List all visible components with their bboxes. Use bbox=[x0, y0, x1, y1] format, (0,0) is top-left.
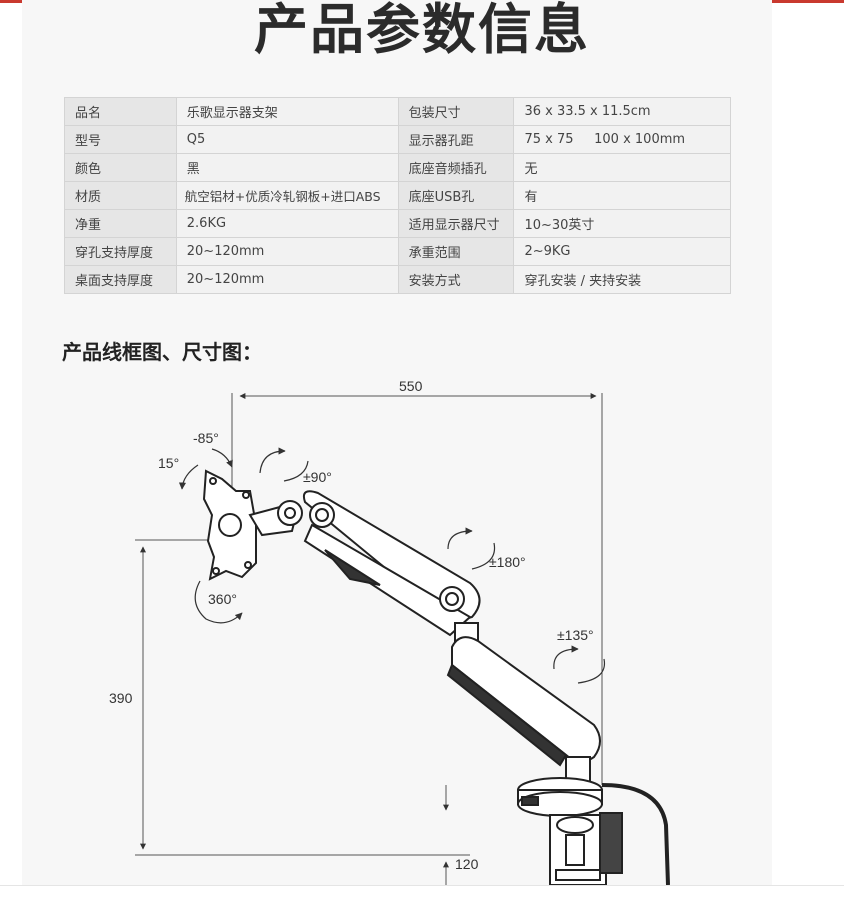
spec-value: 2~9KG bbox=[513, 237, 731, 266]
table-row: 材质 航空铝材+优质冷轧钢板+进口ABS 底座USB孔 有 bbox=[64, 181, 731, 210]
spec-value: 10~30英寸 bbox=[513, 209, 731, 238]
spec-value: 乐歌显示器支架 bbox=[175, 97, 399, 126]
height-dimension-label: 390 bbox=[109, 690, 133, 706]
tilt-up-angle: 15° bbox=[158, 455, 179, 471]
spec-key: 型号 bbox=[64, 125, 177, 154]
spec-value: 有 bbox=[513, 181, 731, 210]
spec-key: 底座音频插孔 bbox=[397, 153, 515, 182]
spec-value: 航空铝材+优质冷轧钢板+进口ABS bbox=[175, 181, 399, 210]
spec-table: 品名 乐歌显示器支架 包装尺寸 36 x 33.5 x 11.5cm 型号 Q5… bbox=[64, 97, 731, 294]
spec-value: 75 x 75 100 x 100mm bbox=[513, 125, 731, 154]
elbow-arrow-icon bbox=[447, 527, 496, 570]
tilt-arrow-icon bbox=[178, 448, 233, 490]
swivel-arrow-icon bbox=[259, 447, 309, 482]
spec-key: 材质 bbox=[64, 181, 177, 210]
spec-value: 36 x 33.5 x 11.5cm bbox=[513, 97, 731, 126]
bottom-divider bbox=[0, 885, 844, 886]
base-column bbox=[517, 756, 603, 817]
width-dimension-label: 550 bbox=[399, 378, 423, 394]
spec-key: 显示器孔距 bbox=[397, 125, 515, 154]
desk-clamp bbox=[549, 812, 623, 885]
spec-key: 桌面支持厚度 bbox=[64, 265, 177, 294]
swivel-angle: ±90° bbox=[303, 469, 332, 485]
spec-value: Q5 bbox=[175, 125, 399, 154]
lower-arm bbox=[446, 636, 601, 767]
spec-key: 颜色 bbox=[64, 153, 177, 182]
tilt-joint bbox=[248, 500, 303, 537]
spec-value: 20~120mm bbox=[175, 237, 399, 266]
table-row: 穿孔支持厚度 20~120mm 承重范围 2~9KG bbox=[64, 237, 731, 266]
base-arrow-icon bbox=[553, 645, 606, 684]
spec-value: 2.6KG bbox=[175, 209, 399, 238]
spec-key: 穿孔支持厚度 bbox=[64, 237, 177, 266]
page-title: 产品参数信息 bbox=[254, 0, 590, 61]
spec-key: 底座USB孔 bbox=[397, 181, 515, 210]
tilt-down-angle: -85° bbox=[193, 430, 219, 446]
vesa-plate bbox=[202, 469, 257, 581]
spec-value: 穿孔安装 / 夹持安装 bbox=[513, 265, 731, 294]
base-angle: ±135° bbox=[557, 627, 594, 643]
rotate-arrow-icon bbox=[194, 580, 243, 624]
spec-key: 包装尺寸 bbox=[397, 97, 515, 126]
table-row: 型号 Q5 显示器孔距 75 x 75 100 x 100mm bbox=[64, 125, 731, 154]
spec-key: 安装方式 bbox=[397, 265, 515, 294]
table-row: 颜色 黑 底座音频插孔 无 bbox=[64, 153, 731, 182]
spec-value: 黑 bbox=[175, 153, 399, 182]
spec-value: 20~120mm bbox=[175, 265, 399, 294]
table-row: 品名 乐歌显示器支架 包装尺寸 36 x 33.5 x 11.5cm bbox=[64, 97, 731, 126]
clamp-dimension-label: 120 bbox=[455, 856, 479, 872]
elbow-angle: ±180° bbox=[489, 554, 526, 570]
spec-key: 承重范围 bbox=[397, 237, 515, 266]
spec-key: 品名 bbox=[64, 97, 177, 126]
cable bbox=[601, 783, 670, 885]
table-row: 净重 2.6KG 适用显示器尺寸 10~30英寸 bbox=[64, 209, 731, 238]
spec-key: 净重 bbox=[64, 209, 177, 238]
spec-key: 适用显示器尺寸 bbox=[397, 209, 515, 238]
spec-value: 无 bbox=[513, 153, 731, 182]
upper-arm bbox=[302, 490, 481, 637]
section-heading: 产品线框图、尺寸图： bbox=[62, 340, 262, 364]
monitor-arm-wireframe: 550 390 120 bbox=[109, 378, 670, 885]
rotate-angle: 360° bbox=[208, 591, 237, 607]
table-row: 桌面支持厚度 20~120mm 安装方式 穿孔安装 / 夹持安装 bbox=[64, 265, 731, 294]
